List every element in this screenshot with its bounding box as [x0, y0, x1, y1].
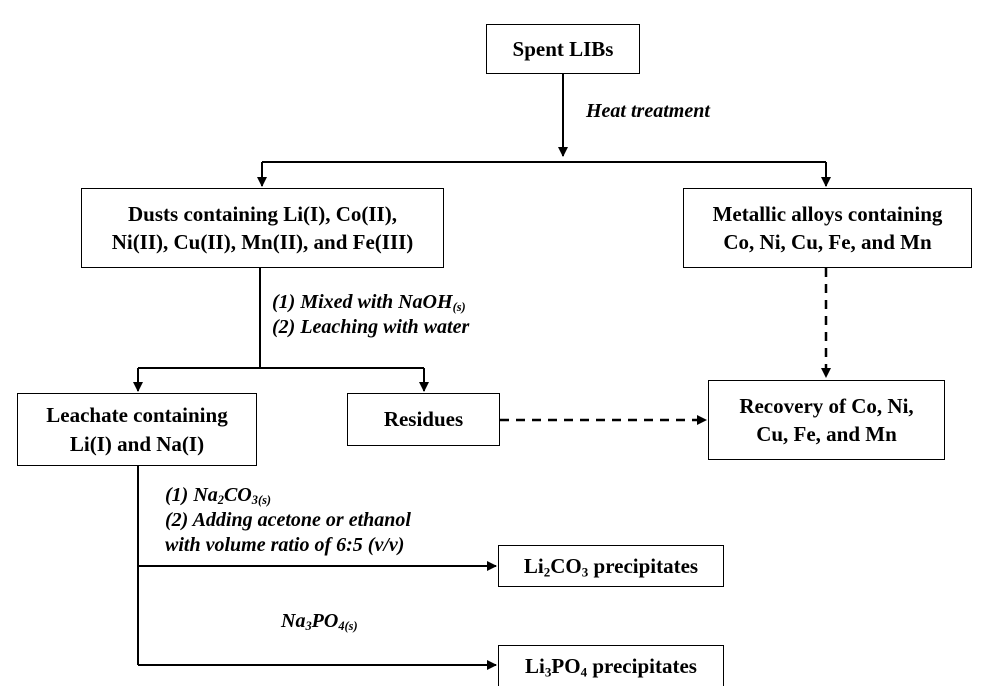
box-dusts-line1: Dusts containing Li(I), Co(II), [128, 201, 397, 226]
box-spent-libs: Spent LIBs [486, 24, 640, 74]
box-recovery: Recovery of Co, Ni, Cu, Fe, and Mn [708, 380, 945, 460]
label-leaching-water: (2) Leaching with water [272, 316, 470, 338]
box-leachate-line1: Leachate containing [46, 403, 228, 428]
box-alloys-line2: Co, Ni, Cu, Fe, and Mn [723, 230, 932, 254]
label-na2co3: (1) Na2CO3(s) [165, 484, 272, 508]
box-alloys-line1: Metallic alloys containing [712, 201, 943, 226]
label-na3po4: Na3PO4(s) [281, 610, 358, 634]
label-heat-treatment: Heat treatment [586, 100, 710, 122]
box-li2co3-label: Li2CO3 precipitates [523, 553, 699, 580]
label-volume-ratio: with volume ratio of 6:5 (v/v) [165, 534, 405, 556]
box-leachate: Leachate containing Li(I) and Na(I) [17, 393, 257, 466]
box-leachate-line2: Li(I) and Na(I) [69, 431, 205, 456]
box-dusts-line2: Ni(II), Cu(II), Mn(II), and Fe(III) [111, 230, 414, 254]
box-li3po4-label: Li3PO4 precipitates [525, 654, 697, 680]
label-mixed-naoh: (1) Mixed with NaOH(s) [272, 291, 466, 315]
label-adding-acetone: (2) Adding acetone or ethanol [165, 509, 411, 531]
box-recovery-line1: Recovery of Co, Ni, [739, 393, 914, 418]
box-recovery-line2: Cu, Fe, and Mn [756, 422, 897, 446]
box-metallic-alloys: Metallic alloys containing Co, Ni, Cu, F… [683, 188, 972, 268]
box-spent-libs-label: Spent LIBs [512, 36, 614, 61]
box-dusts: Dusts containing Li(I), Co(II), Ni(II), … [81, 188, 444, 268]
box-li2co3-precipitates: Li2CO3 precipitates [498, 545, 724, 587]
box-residues-label: Residues [383, 407, 464, 432]
box-residues: Residues [347, 393, 500, 446]
box-li3po4-precipitates: Li3PO4 precipitates [498, 645, 724, 686]
